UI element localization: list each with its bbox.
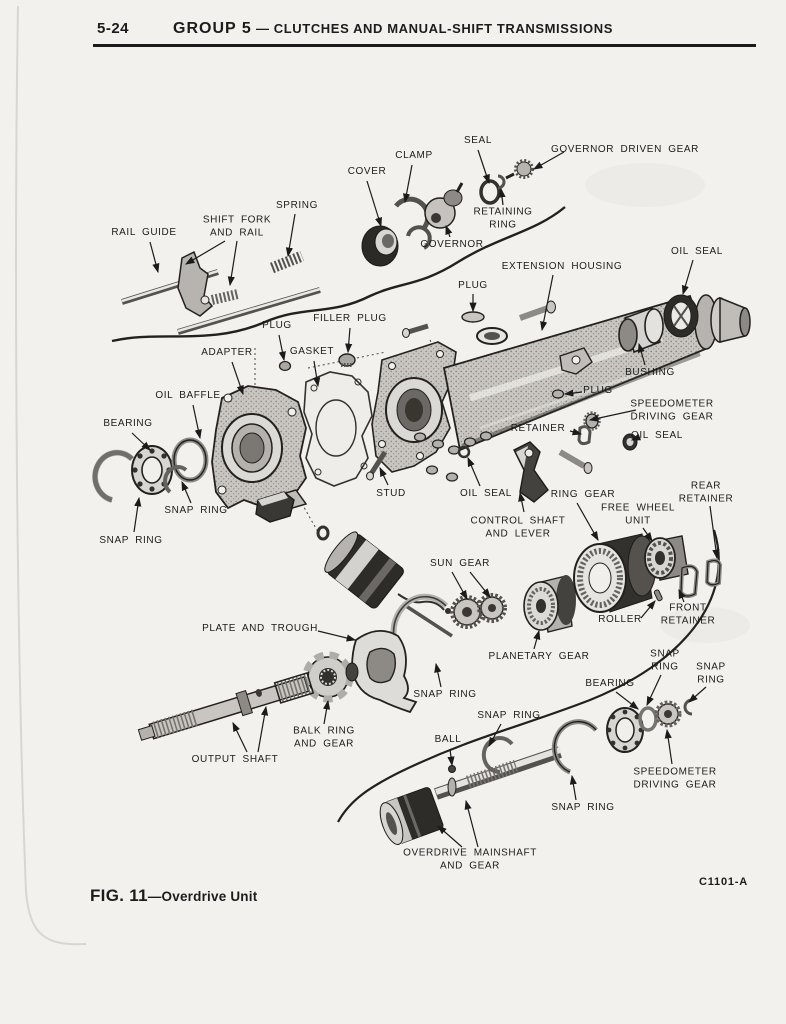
leader-line (317, 630, 357, 642)
bushing-oilseal-group (618, 294, 699, 354)
leader-line (678, 588, 686, 603)
leader-line (642, 527, 653, 542)
figure-code: C1101-A (699, 876, 749, 888)
leader-line (467, 456, 481, 487)
leader-line (451, 571, 468, 601)
leader-line (192, 404, 202, 440)
gearset-group (523, 533, 723, 633)
leader-line (379, 466, 389, 486)
leader-line (403, 164, 413, 204)
leader-line (640, 600, 656, 619)
leader-line (464, 799, 479, 848)
leader-line (437, 825, 463, 848)
leader-line (488, 723, 502, 748)
leader-line (664, 728, 673, 765)
leader-line (533, 629, 541, 650)
leader-line (345, 327, 353, 354)
leader-lines (131, 149, 720, 848)
leader-line (498, 187, 506, 206)
plug-hardware (278, 300, 556, 372)
leader-line (709, 505, 720, 560)
leader-line (131, 432, 151, 451)
leader-line (181, 480, 192, 504)
leader-line (569, 774, 577, 801)
adapter-gasket-group (211, 371, 373, 515)
figure-caption: FIG. 11—Overdrive Unit (90, 886, 257, 906)
page-number: 5-24 (97, 20, 130, 37)
leader-line (637, 342, 646, 366)
sun-gear-group (390, 593, 507, 663)
bearing-baffle-group (92, 437, 209, 503)
leader-line (563, 389, 583, 397)
leader-line (232, 721, 248, 753)
page-edge-line (15, 5, 87, 946)
figure-number: FIG. 11 (90, 886, 148, 905)
leader-line (615, 691, 639, 710)
leader-line (313, 360, 321, 388)
leader-line (469, 571, 491, 598)
leader-line (569, 428, 583, 436)
plate-balk-group (302, 630, 418, 714)
leader-line (681, 259, 694, 296)
output-shaft-drawing (137, 671, 315, 741)
leader-line (646, 674, 662, 707)
header-group-label: GROUP 5 (173, 20, 252, 37)
leader-line (518, 491, 526, 513)
leader-line (630, 433, 642, 441)
leader-line (576, 502, 599, 542)
shift-rail-group (121, 250, 321, 335)
leader-line (477, 149, 490, 185)
leader-line (227, 240, 238, 287)
header-title: GROUP 5 — CLUTCHES AND MANUAL-SHIFT TRAN… (0, 20, 786, 38)
governor-group (361, 159, 534, 267)
leader-line (184, 240, 226, 265)
leader-line (366, 180, 382, 228)
leader-line (445, 224, 453, 238)
leader-line (257, 705, 269, 753)
leader-line (323, 699, 331, 725)
leader-line (447, 748, 455, 767)
solenoid-group (255, 491, 453, 638)
leader-line (278, 334, 286, 362)
leader-line (688, 686, 707, 703)
leader-line (532, 151, 565, 170)
sweep-curves (111, 206, 720, 823)
leader-line (540, 274, 554, 332)
header-section-label: — CLUTCHES AND MANUAL-SHIFT TRANSMISSION… (251, 21, 613, 36)
leader-line (434, 662, 442, 688)
mainshaft-group (379, 698, 693, 845)
leader-line (588, 409, 637, 422)
leader-line (231, 361, 244, 396)
header-rule (93, 44, 756, 47)
figure-title: —Overdrive Unit (147, 889, 258, 904)
leader-line (285, 213, 296, 258)
leader-line (149, 241, 160, 274)
leader-line (133, 496, 142, 533)
